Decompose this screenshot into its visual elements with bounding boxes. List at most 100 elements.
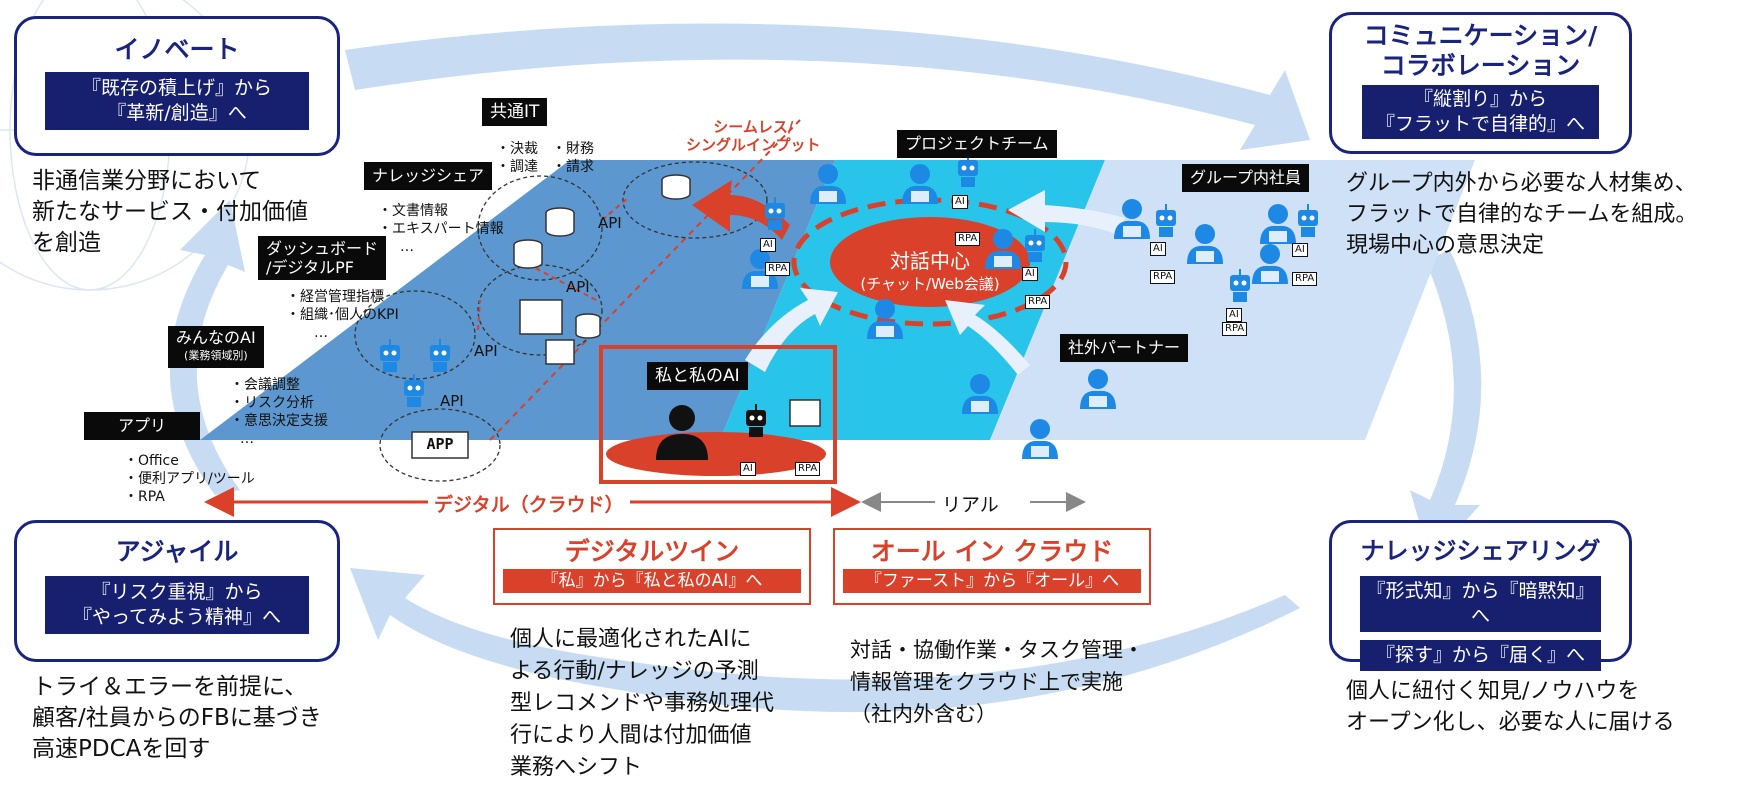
knowledge-sub-2: 『探す』から『届く』へ [1360,640,1601,671]
robot-icon [380,339,400,372]
all-in-cloud-desc: 対話・協働作業・タスク管理・ 情報管理をクラウド上で実施 （社内外含む） [850,634,1144,730]
api-label: API [440,392,464,410]
dashboard-item: ・組織･個人のKPI [286,307,399,323]
knowledge-desc-line: 個人に紐付く知見/ノウハウを [1346,679,1640,704]
all-in-cloud-desc-line: 対話・協働作業・タスク管理・ [850,638,1144,662]
rpa-tag: RPA [1222,322,1248,336]
knowledge-sub-1: 『形式知』から『暗黙知』へ [1360,576,1601,632]
dashboard-icons [519,299,821,427]
person-icon [902,164,938,204]
seamless-label: シームレス/ シングルインプット [686,118,821,154]
dashboard-window-icon [519,299,563,335]
knowledge-share-item: … [400,239,414,255]
seamless-line: シングルインプット [686,136,821,154]
dialog-sub: (チャット/Web会議) [860,275,1000,293]
communication-title-line: コラボレーション [1380,51,1581,80]
database-icon [545,207,575,237]
digital-twin-desc-line: 個人に最適化されたAIに [510,627,752,652]
app-item: ・便利アプリ/ツール [124,471,255,487]
robot-icon [430,339,450,372]
rpa-tag: RPA [795,462,821,476]
communication-sub-line: 『縦割り』から [1413,88,1547,110]
robot-icon [1230,269,1250,302]
me-ai-floor [606,432,826,476]
all-in-cloud-sub: 『ファースト』から『オール』へ [843,569,1141,593]
digital-twin-box: デジタルツイン 『私』から『私と私のAI』へ [493,528,811,605]
cycle-arrow-right [1410,250,1482,560]
innovate-sub-line: 『既存の積上げ』から [81,77,272,99]
dialog-label: 対話中心 (チャット/Web会議) [830,248,1030,294]
digital-cloud-label: デジタル（クラウド） [428,490,630,517]
minna-ai-label: みんなのAI (業務領域別) [168,326,264,368]
communication-sub-line: 『フラットで自律的』へ [1375,113,1585,135]
white-arrows [745,190,1125,375]
digital-twin-desc-line: 型レコメンドや事務処理代 [510,691,775,716]
boundary-dashed-line [489,119,801,441]
api-label: API [566,278,590,296]
group-staff-label: グループ内社員 [1182,164,1310,192]
api-label: API [474,342,498,360]
ai-tag: AI [1150,242,1166,256]
innovate-desc-line: 新たなサービス・付加価値 [32,199,308,225]
seamless-line: シームレス/ [713,118,794,136]
ai-monitor-icon [789,399,821,427]
minna-ai-item: ・リスク分析 [230,395,314,411]
dashboard-item: … [314,325,328,341]
dashboard-label-line: ダッシュボード [266,239,379,258]
all-in-cloud-box: オール イン クラウド 『ファースト』から『オール』へ [833,528,1151,605]
ai-tag: AI [1022,267,1038,281]
robot-icon [404,374,424,407]
agile-title: アジャイル [115,537,239,566]
person-icon [810,164,846,204]
all-in-cloud-desc-line: （社内外含む） [850,702,997,726]
chart-monitor-icon [545,339,575,365]
innovate-desc: 非通信業分野において 新たなサービス・付加価値 を創造 [32,166,308,259]
knowledge-box: ナレッジシェアリング 『形式知』から『暗黙知』へ 『探す』から『届く』へ [1329,520,1632,671]
person-icon [962,374,998,414]
robot-icon [1025,229,1045,262]
innovate-desc-line: 非通信業分野において [32,168,262,194]
innovate-title: イノベート [114,35,240,64]
all-in-cloud-desc-line: 情報管理をクラウド上で実施 [850,670,1123,694]
innovate-desc-line: を創造 [32,230,101,256]
robot-icons [380,154,1318,437]
communication-sub: 『縦割り』から 『フラットで自律的』へ [1362,85,1599,139]
digital-twin-desc-line: 業務へシフト [510,755,643,780]
person-icon [1252,244,1288,284]
ai-tag: AI [1226,308,1242,322]
knowledge-share-item: ・文書情報 [378,203,448,219]
project-team-label: プロジェクトチーム [897,130,1057,158]
app-item: ・RPA [124,489,165,505]
dashboard-item: ・経営管理指標 [286,289,384,305]
agile-sub: 『リスク重視』から 『やってみよう精神』へ [45,576,309,634]
minna-ai-item: ・意思決定支援 [230,413,328,429]
person-icon [985,229,1021,269]
innovate-sub: 『既存の積上げ』から 『革新/創造』へ [45,72,309,130]
me-ai-frame [599,345,837,484]
real-label: リアル [942,494,999,516]
me-person-icon [656,405,708,460]
app-item: ・Office [124,453,179,469]
minna-ai-label-sub: (業務領域別) [184,349,248,362]
person-icon [1260,204,1296,244]
dashboard-list: ・経営管理指標 ・組織･個人のKPI … [286,288,399,342]
seamless-red-arrow [692,180,790,240]
rpa-tag: RPA [955,232,981,246]
digital-twin-desc-line: よる行動/ナレッジの予測 [510,659,759,684]
person-icon [1080,369,1116,409]
knowledge-share-label: ナレッジシェア [364,162,493,190]
communication-desc-line: 現場中心の意思決定 [1346,233,1545,258]
rpa-tag: RPA [765,262,791,276]
person-icon [867,299,903,339]
agile-desc: トライ＆エラーを前提に、 顧客/社員からのFBに基づき 高速PDCAを回す [32,672,322,765]
robot-icon [1298,204,1318,237]
robot-icon [1156,204,1176,237]
all-in-cloud-title: オール イン クラウド [870,537,1114,566]
robot-icon [765,197,785,230]
ai-tag: AI [760,238,776,252]
communication-desc: グループ内外から必要な人材集め、 フラットで自律的なチームを組成。 現場中心の意… [1346,168,1697,261]
cycle-arrow-top [345,23,1310,150]
common-it-list: ・決裁 ・財務 ・調達 ・請求 [496,140,594,176]
agile-desc-line: 顧客/社員からのFBに基づき [32,705,322,731]
